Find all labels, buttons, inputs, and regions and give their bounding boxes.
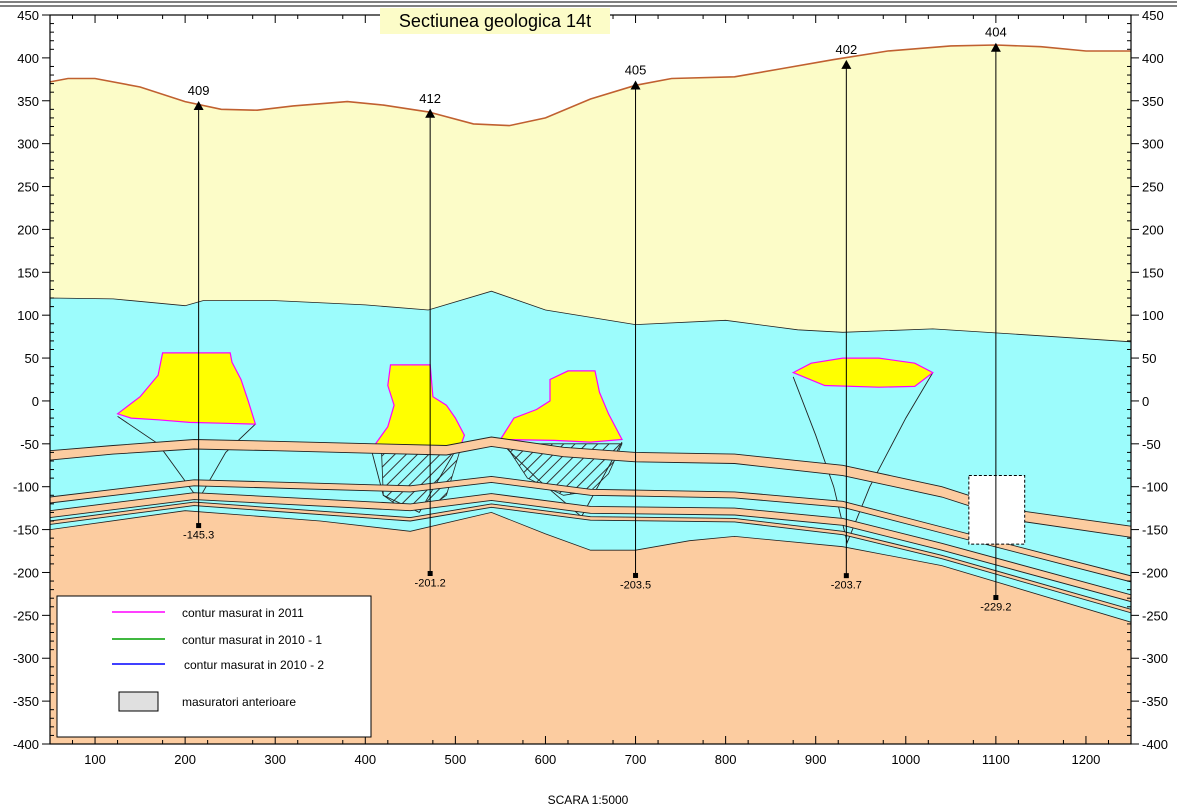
contour-cone	[500, 441, 623, 518]
borehole-depth-label: -145.3	[183, 530, 214, 542]
y-tick-label-right: 150	[1142, 265, 1164, 280]
borehole-id: 404	[985, 25, 1007, 40]
borehole-depth-label: -201.2	[415, 577, 446, 589]
x-tick-label: 1100	[982, 752, 1010, 767]
y-tick-label-left: 250	[17, 180, 39, 195]
ore-seam-thin	[50, 492, 1131, 603]
y-tick-label-left: -100	[13, 480, 39, 495]
x-tick-label: 300	[264, 752, 286, 767]
y-tick-label-left: 50	[25, 351, 39, 366]
x-tick-label: 500	[445, 752, 467, 767]
y-tick-label-left: 450	[17, 8, 39, 23]
y-tick-label-left: -150	[13, 523, 39, 538]
y-tick-label-right: 400	[1142, 51, 1164, 66]
ore-seam-upper	[50, 436, 1131, 538]
section-title: Sectiunea geologica 14t	[399, 11, 591, 31]
ore-body	[791, 357, 934, 388]
ore-body	[499, 370, 623, 443]
y-tick-label-right: 250	[1142, 180, 1164, 195]
y-tick-label-left: -400	[13, 737, 39, 752]
y-tick-label-left: -350	[13, 694, 39, 709]
y-tick-label-right: 350	[1142, 94, 1164, 109]
x-tick-label: 1200	[1071, 752, 1100, 767]
y-tick-label-left: 100	[17, 308, 39, 323]
borehole-id: 409	[188, 83, 210, 98]
y-tick-label-right: 50	[1142, 351, 1156, 366]
borehole-bottom-marker	[196, 523, 202, 529]
legend-swatch-previous	[118, 691, 159, 712]
legend-label-2011: contur masurat in 2011	[182, 606, 304, 620]
y-tick-label-left: 400	[17, 51, 39, 66]
topography-line	[50, 44, 1131, 127]
legend-label-2010-2: contur masurat in 2010 - 2	[184, 658, 324, 672]
y-tick-label-left: -200	[13, 565, 39, 580]
legend: contur masurat in 2011 contur masurat in…	[56, 595, 372, 738]
borehole-collar-marker	[841, 59, 852, 69]
borehole-depth-label: -203.7	[831, 580, 862, 592]
borehole-id: 402	[835, 42, 857, 57]
borehole-collar-marker	[630, 80, 641, 90]
borehole-id: 412	[419, 91, 441, 106]
x-tick-label: 900	[805, 752, 827, 767]
x-tick-label: 800	[715, 752, 737, 767]
scale-label: SCARA 1:5000	[548, 793, 629, 807]
y-tick-label-left: 350	[17, 94, 39, 109]
x-tick-label: 200	[174, 752, 196, 767]
borehole-collar-marker	[425, 108, 436, 118]
borehole-id: 405	[625, 62, 647, 77]
boreholes: 409 -145.3 412 -201.2 405 -203.5 402 -203.7 404 -…	[183, 25, 1011, 614]
borehole-bottom-marker	[633, 572, 639, 578]
borehole-depth-label: -229.2	[980, 602, 1011, 614]
y-tick-label-left: -250	[13, 608, 39, 623]
y-tick-label-left: -50	[20, 437, 39, 452]
previous-measurement-box	[968, 475, 1026, 545]
y-tick-label-right: 450	[1142, 8, 1164, 23]
title-background	[380, 8, 610, 34]
legend-box	[56, 595, 372, 738]
legend-label-previous: masuratori anterioare	[182, 695, 296, 709]
y-tick-label-left: 200	[17, 222, 39, 237]
ore-body	[116, 352, 257, 425]
x-tick-label: 700	[625, 752, 647, 767]
y-tick-label-right: -150	[1142, 523, 1168, 538]
x-tick-label: 400	[354, 752, 376, 767]
y-tick-label-right: -50	[1142, 437, 1161, 452]
sky	[50, 15, 1131, 126]
y-tick-label-left: 300	[17, 137, 39, 152]
y-tick-label-right: -400	[1142, 737, 1168, 752]
borehole-bottom-marker	[993, 595, 999, 601]
borehole-collar-marker	[990, 42, 1001, 52]
y-tick-label-right: 0	[1142, 394, 1149, 409]
x-tick-label: 100	[84, 752, 106, 767]
borehole-bottom-marker	[427, 570, 433, 576]
ore-seam-thin	[50, 475, 1131, 583]
borehole-depth-label: -203.5	[620, 579, 651, 591]
ore-seam-thin	[50, 501, 1131, 614]
y-tick-label-right: 300	[1142, 137, 1164, 152]
y-tick-label-left: -300	[13, 651, 39, 666]
y-tick-label-right: 200	[1142, 222, 1164, 237]
x-tick-label: 1000	[891, 752, 920, 767]
borehole-collar-marker	[193, 101, 204, 111]
y-tick-label-right: -250	[1142, 608, 1168, 623]
borehole-bottom-marker	[843, 573, 849, 579]
y-tick-label-left: 0	[32, 394, 39, 409]
y-tick-label-right: -100	[1142, 480, 1168, 495]
y-tick-label-right: -350	[1142, 694, 1168, 709]
contour-cone	[792, 372, 934, 544]
legend-label-2010-1: contur masurat in 2010 - 1	[182, 633, 322, 647]
x-tick-label: 600	[535, 752, 557, 767]
y-tick-label-left: 150	[17, 265, 39, 280]
y-tick-label-right: 100	[1142, 308, 1164, 323]
y-tick-label-right: -300	[1142, 651, 1168, 666]
y-tick-label-right: -200	[1142, 565, 1168, 580]
